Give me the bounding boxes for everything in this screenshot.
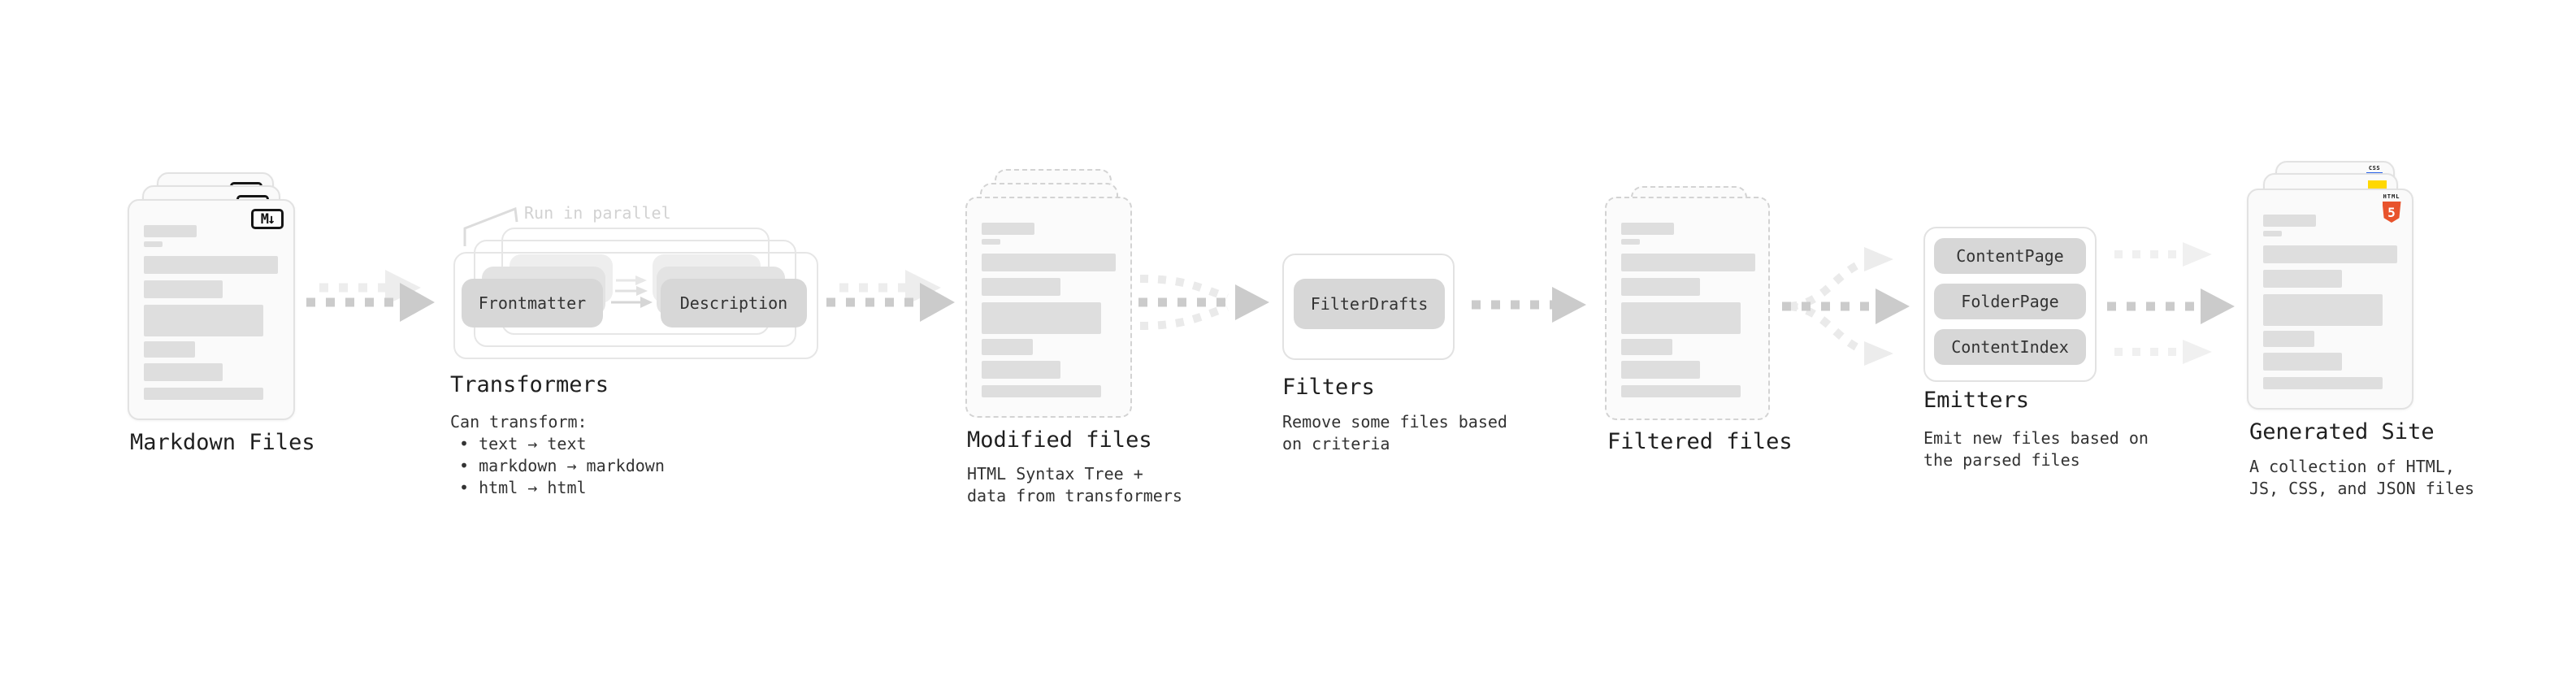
description-line: Emit new files based on	[1923, 428, 2149, 448]
markdown-icon: M↓	[251, 209, 284, 229]
description-line: the parsed files	[1923, 450, 2080, 470]
modified-files-label: Modified files	[967, 427, 1152, 453]
filters-description: Remove some files based on criteria	[1282, 411, 1507, 455]
description-line: • html → html	[459, 478, 587, 497]
description-line: HTML Syntax Tree +	[967, 464, 1143, 484]
flow-arrow-converge-to-filters	[1138, 275, 1269, 330]
description-line: data from transformers	[967, 486, 1182, 505]
emitter-node-contentpage: ContentPage	[1934, 238, 2086, 274]
flow-arrow-markdown-to-transformers	[306, 270, 435, 322]
transformer-frame-front	[453, 252, 818, 359]
description-line: A collection of HTML,	[2249, 457, 2455, 476]
html5-icon-word: HTML	[2383, 193, 2400, 200]
description-line: • markdown → markdown	[459, 456, 665, 475]
run-in-parallel-note: Run in parallel	[524, 203, 671, 223]
html5-icon: HTML 5	[2381, 193, 2402, 223]
transformer-node-frontmatter: Frontmatter	[462, 279, 603, 327]
description-line: • text → text	[459, 434, 587, 453]
description-line: Can transform:	[450, 412, 588, 432]
callout-line	[463, 206, 518, 246]
generated-site-description: A collection of HTML, JS, CSS, and JSON …	[2249, 456, 2474, 500]
modified-file-card-front	[965, 197, 1132, 418]
filtered-files-label: Filtered files	[1607, 429, 1793, 454]
emitter-node-contentindex: ContentIndex	[1934, 329, 2086, 365]
flow-arrow-transformers-to-modified	[826, 270, 955, 322]
description-line: JS, CSS, and JSON files	[2249, 479, 2474, 498]
modified-files-description: HTML Syntax Tree + data from transformer…	[967, 463, 1182, 507]
js-icon	[2368, 180, 2387, 189]
html5-icon-shield: 5	[2382, 202, 2401, 223]
emitters-label: Emitters	[1923, 388, 2030, 413]
transformers-label: Transformers	[450, 372, 609, 397]
filtered-file-card-front	[1605, 197, 1770, 420]
flow-arrows-emitters-to-site	[2107, 242, 2235, 364]
description-line: Remove some files based	[1282, 412, 1507, 432]
markdown-files-label: Markdown Files	[130, 430, 315, 455]
emitters-description: Emit new files based on the parsed files	[1923, 427, 2149, 471]
html5-icon-number: 5	[2387, 204, 2396, 220]
filters-label: Filters	[1282, 375, 1375, 400]
generated-site-label: Generated Site	[2249, 419, 2435, 445]
filter-node-filterdrafts: FilterDrafts	[1294, 279, 1445, 329]
description-line: on criteria	[1282, 434, 1390, 453]
parallel-step-arrows	[611, 275, 653, 308]
emitter-node-folderpage: FolderPage	[1934, 284, 2086, 319]
css-icon-label: CSS	[2368, 165, 2381, 171]
site-file-card-html: HTML 5	[2247, 189, 2413, 410]
transformer-node-description: Description	[661, 279, 807, 327]
markdown-file-card-front: M↓	[128, 199, 295, 420]
flow-arrow-diverge-to-emitters	[1782, 247, 1910, 366]
flow-arrow-filters-to-filtered	[1472, 287, 1586, 323]
transformers-description: Can transform: • text → text • markdown …	[450, 411, 665, 499]
